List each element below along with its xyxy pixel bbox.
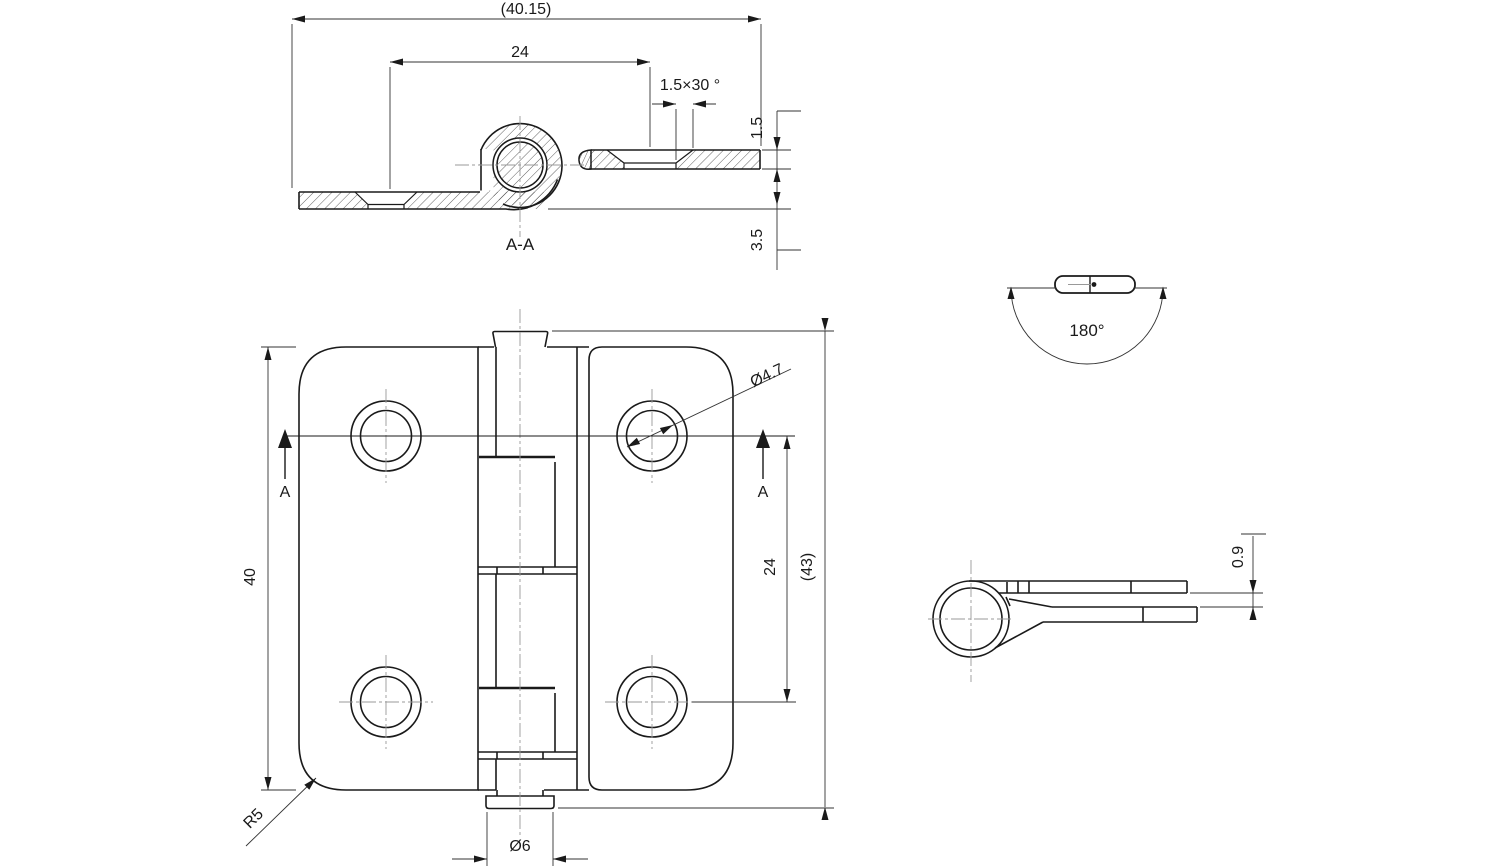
section-arrow-label-left: A	[280, 484, 291, 501]
opening-angle-view: 180°	[1007, 275, 1167, 365]
section-label: A-A	[506, 235, 535, 254]
front-dim-corner-radius: R5	[241, 806, 268, 833]
dim-leaf-thickness: 1.5	[749, 117, 766, 139]
dim-hole-spacing: 24	[511, 44, 529, 61]
pin-head	[492, 330, 549, 348]
front-dim-hole-diameter: Ø4.7	[748, 361, 787, 391]
left-plate-outline	[298, 346, 479, 791]
front-dim-pin-diameter: Ø6	[509, 838, 530, 855]
side-dim-gap: 0.9	[1230, 546, 1247, 568]
side-view: 0.9	[928, 533, 1266, 682]
front-view: A A 40 R5 Ø6 24 (43) Ø4.7	[241, 309, 834, 866]
dim-overall-width: (40.15)	[501, 1, 552, 18]
section-centerlines	[455, 116, 585, 237]
side-centerlines	[928, 560, 1014, 682]
dim-leaf-offset: 3.5	[749, 229, 766, 251]
pin-axis-dot	[1091, 282, 1097, 287]
dim-chamfer: 1.5×30 °	[660, 77, 720, 94]
mounting-holes	[350, 400, 688, 738]
pin-flange	[485, 795, 555, 810]
leaf-curl-tip	[578, 149, 592, 170]
angle-arc	[1010, 287, 1164, 365]
section-view-aa: (40.15) 24 1.5×30 ° 1.5 3.5 A-A	[291, 1, 801, 270]
section-arrow-label-right: A	[758, 484, 769, 501]
front-dim-height: 40	[242, 568, 259, 586]
section-arrows	[278, 429, 770, 448]
opening-angle-label: 180°	[1069, 321, 1104, 340]
front-dim-overall-height: (43)	[799, 553, 816, 581]
right-plate-outline	[588, 346, 734, 791]
front-dim-hole-spacing: 24	[762, 558, 779, 576]
